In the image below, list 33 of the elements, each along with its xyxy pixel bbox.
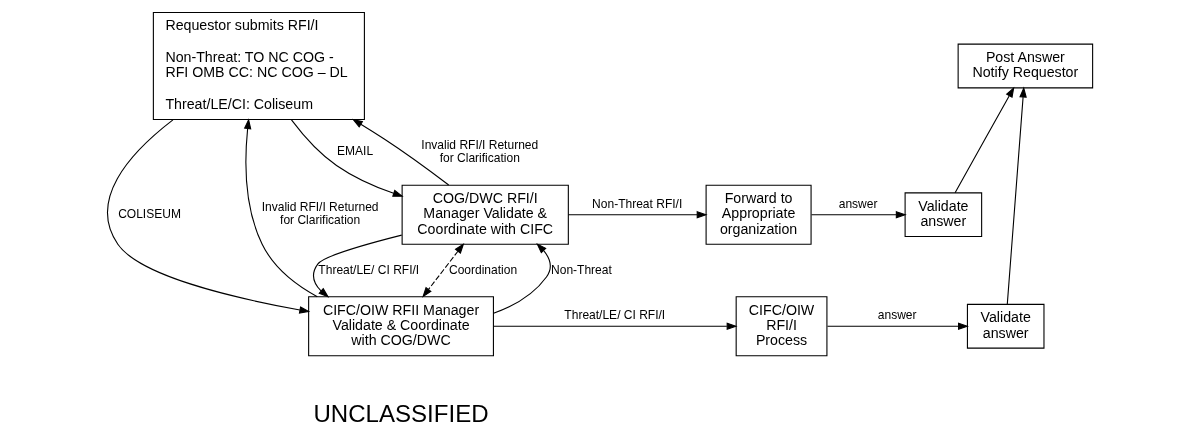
arrow <box>811 210 907 219</box>
edge-label: COLISEUM <box>118 206 181 221</box>
edge-label: Non-Threat RFI/I <box>592 196 683 211</box>
label: UNCLASSIFIED <box>313 400 489 428</box>
edge-label: EMAIL <box>337 144 374 159</box>
node-box: Validate answer <box>966 303 1045 349</box>
arrow <box>422 242 465 298</box>
node-box: Validate answer <box>904 192 983 238</box>
edge-label: Coordination <box>448 262 518 277</box>
node-box: Forward to Appropriate organization <box>705 184 812 245</box>
arrow <box>312 234 403 298</box>
arrow <box>351 118 450 186</box>
node-box: CIFC/OIW RFI/I Process <box>735 296 828 357</box>
edge-label: Invalid RFI/I Returned for Clarification <box>261 200 379 228</box>
arrow <box>567 210 708 219</box>
arrow <box>493 243 551 314</box>
arrow <box>106 119 311 314</box>
node-box: COG/DWC RFI/I Manager Validate & Coordinate with CIFC <box>401 184 569 245</box>
arrow <box>954 86 1015 194</box>
node-box: CIFC/OIW RFII Manager Validate & Coordinate with COG/DWC <box>308 296 494 357</box>
edge-label: Invalid RFI/I Returned for Clarification <box>421 137 539 165</box>
arrow <box>826 322 969 331</box>
arrow <box>1006 86 1027 305</box>
edge-label: Non-Threat <box>551 262 612 277</box>
arrow <box>243 118 318 298</box>
edge-label: Threat/LE/ CI RFI/I <box>318 262 420 277</box>
arrow <box>290 119 404 197</box>
node-box: Requestor submits RFI/I Non-Threat: TO NC COG - RFI OMB CC: NC COG – DL Threat/LE/CI: Coliseum <box>152 11 365 121</box>
arrow <box>493 322 738 331</box>
edge-label: answer <box>877 308 917 323</box>
edge-label: Threat/LE/ CI RFI/I <box>564 308 666 323</box>
edge-label: answer <box>838 196 878 211</box>
node-box: Post Answer Notify Requestor <box>957 43 1094 89</box>
